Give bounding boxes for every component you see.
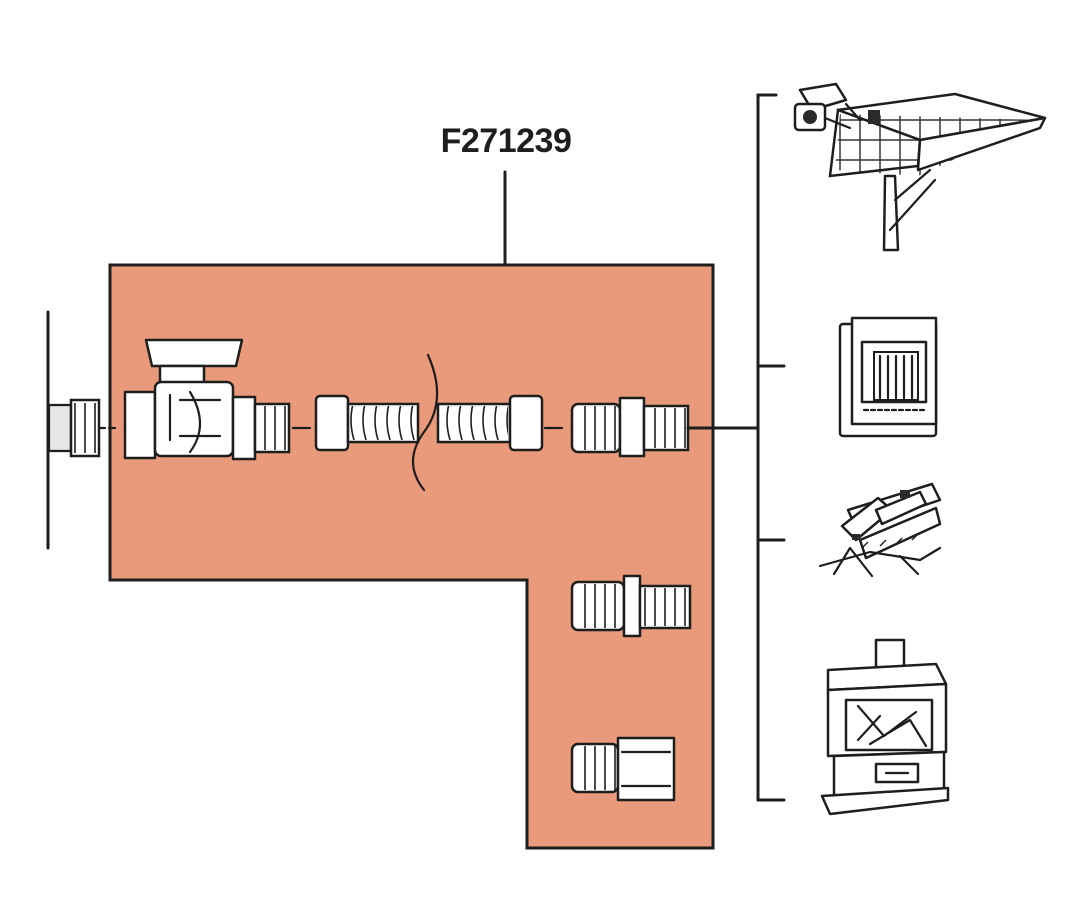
freestanding-gas-stove-icon <box>820 638 950 816</box>
break-line <box>412 353 439 492</box>
overhead-infrared-heater-icon <box>793 82 1047 252</box>
gas-supply-pipe <box>46 310 120 550</box>
flare-to-pipe-adapter-icon <box>570 396 690 458</box>
vent-free-wall-heater-icon <box>838 316 938 438</box>
gas-shutoff-ball-valve-icon <box>123 338 312 461</box>
flare-to-female-pipe-adapter-icon <box>570 736 676 802</box>
part-number-label: F271239 <box>441 122 572 160</box>
corrugated-flexible-gas-connector-icon <box>314 353 564 492</box>
gas-log-set-icon <box>818 482 942 578</box>
flare-to-pipe-adapter-icon <box>570 574 692 638</box>
appliance-connection-lines <box>686 93 786 802</box>
